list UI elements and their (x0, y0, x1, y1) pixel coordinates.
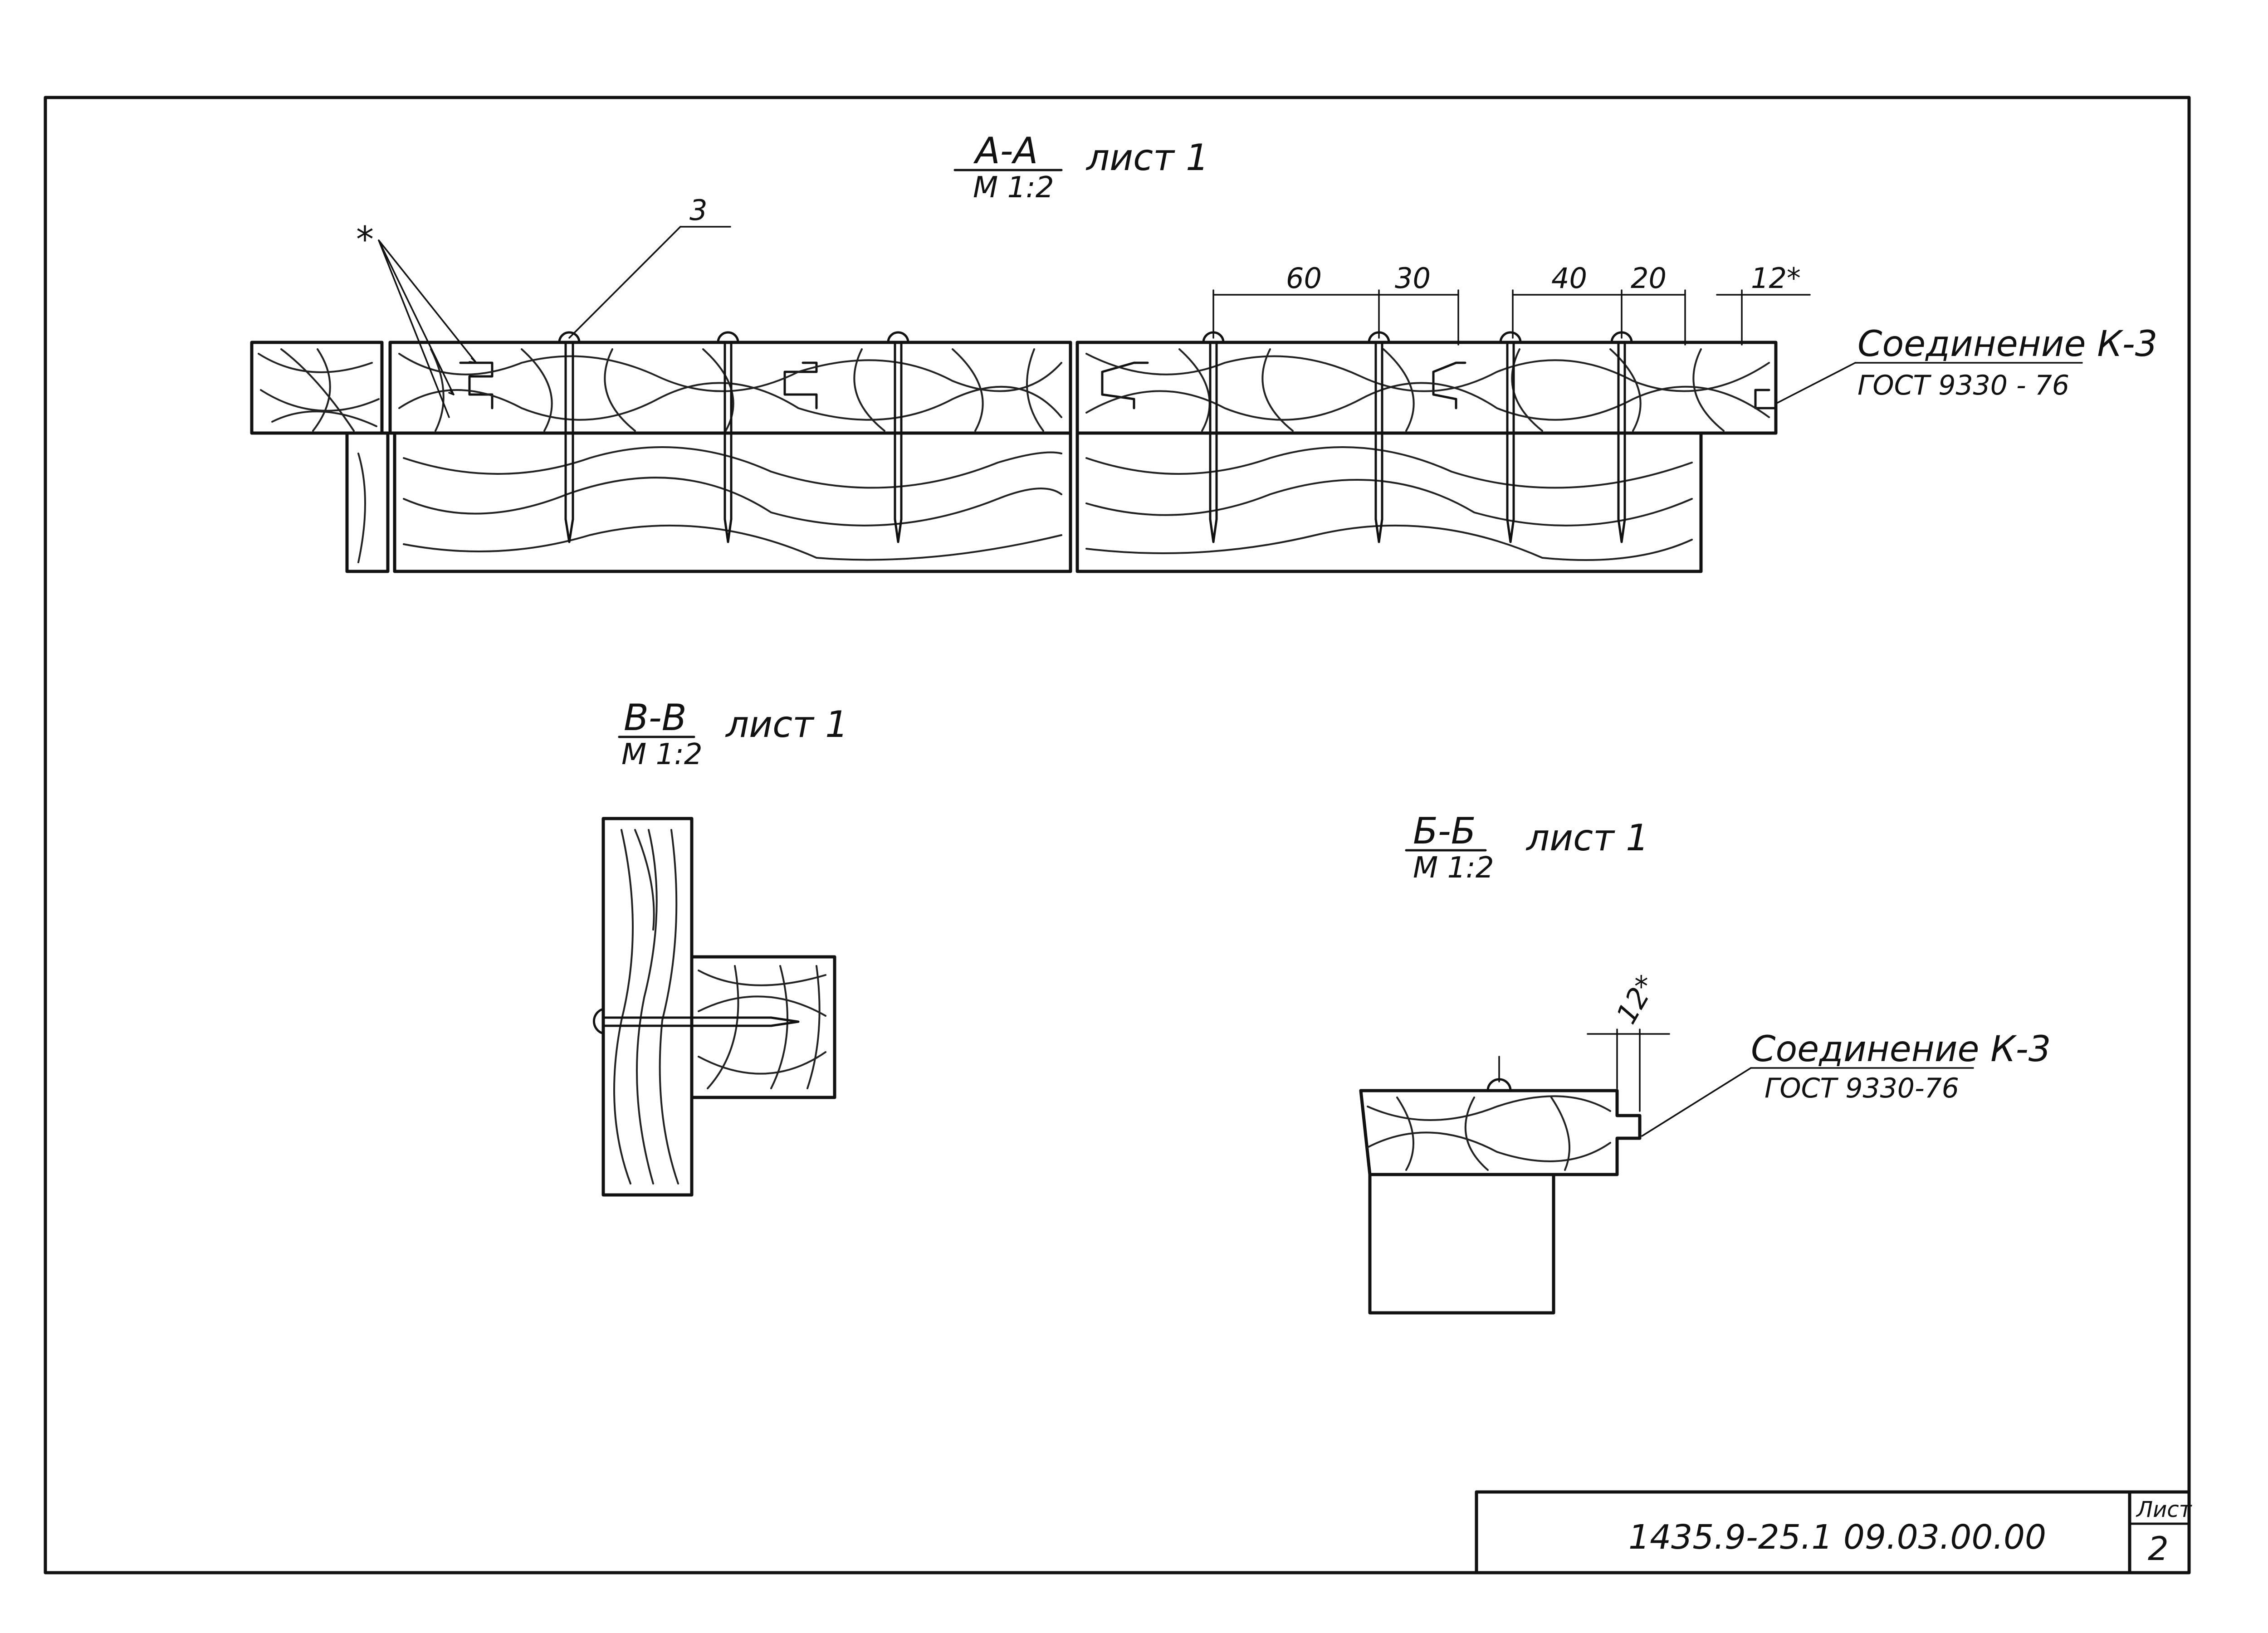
aa-item-number: 3 (689, 194, 707, 227)
aa-dim-60: 60 (1286, 262, 1322, 295)
sheet-number: 2 (2148, 1530, 2169, 1568)
section-bb-scale: М 1:2 (1413, 851, 1494, 885)
aa-nail-5 (1368, 331, 1390, 543)
bb-support (1368, 1173, 1555, 1315)
aa-dim-30: 30 (1395, 262, 1431, 295)
aa-nail-2 (717, 331, 739, 543)
aa-joint-name: Соединение К-3 (1857, 324, 2157, 365)
aa-star-marker: * (356, 219, 374, 260)
document-code: 1435.9-25.1 09.03.00.00 (1628, 1518, 2046, 1557)
bb-dim-12: 12* (1609, 970, 1663, 1029)
section-bb: Б-Б М 1:2 лист 1 12* Соединение К-3 ГОСТ… (1359, 810, 2051, 1315)
section-vv-sheet-ref: лист 1 (725, 703, 848, 746)
vv-vertical-board (601, 817, 694, 1197)
aa-nail-1 (558, 331, 581, 543)
section-aa: А-А М 1:2 лист 1 (250, 130, 2157, 573)
section-bb-title: Б-Б (1413, 810, 1476, 852)
bb-joint-standard: ГОСТ 9330-76 (1765, 1072, 1959, 1104)
aa-bottom-grain (357, 446, 1693, 563)
aa-dim-20: 20 (1631, 262, 1667, 295)
bb-joint-note: Соединение К-3 ГОСТ 9330-76 (1641, 1029, 2051, 1137)
sheet-label: Лист (2136, 1497, 2193, 1522)
vv-horizontal-beam (690, 955, 836, 1099)
aa-top-grain (258, 348, 1770, 432)
vv-nail (592, 1008, 800, 1035)
section-vv-scale: М 1:2 (621, 738, 703, 771)
bb-board-grain (1367, 1095, 1611, 1171)
aa-nail-6 (1499, 331, 1522, 543)
section-bb-sheet-ref: лист 1 (1525, 817, 1649, 859)
vv-horizontal-grain (698, 965, 826, 1089)
section-aa-title: А-А (973, 130, 1038, 172)
aa-star-callout: * (356, 219, 477, 418)
aa-dimensions: 60 30 40 20 12* (1212, 262, 1811, 346)
section-aa-sheet-ref: лист 1 (1085, 136, 1209, 179)
bb-joint-name: Соединение К-3 (1751, 1029, 2051, 1070)
aa-bottom-beams (345, 431, 1703, 573)
section-aa-scale: М 1:2 (973, 171, 1054, 205)
title-block: 1435.9-25.1 09.03.00.00 Лист 2 (1475, 1490, 2193, 1575)
section-vv-title: В-В (624, 697, 687, 739)
bb-board (1359, 1089, 1642, 1176)
aa-nail-3 (887, 331, 909, 543)
aa-dim-40: 40 (1551, 262, 1587, 295)
section-vv: В-В М 1:2 лист 1 (592, 697, 848, 1197)
aa-dim-12: 12* (1751, 262, 1801, 295)
aa-groove-joints (459, 361, 1777, 409)
aa-joint-standard: ГОСТ 9330 - 76 (1857, 370, 2069, 401)
sheet-frame (44, 96, 2191, 1575)
vv-vertical-grain (613, 829, 679, 1185)
aa-item-callout: 3 (568, 194, 731, 339)
aa-nail-7 (1610, 331, 1633, 543)
aa-joint-note: Соединение К-3 ГОСТ 9330 - 76 (1775, 324, 2157, 405)
